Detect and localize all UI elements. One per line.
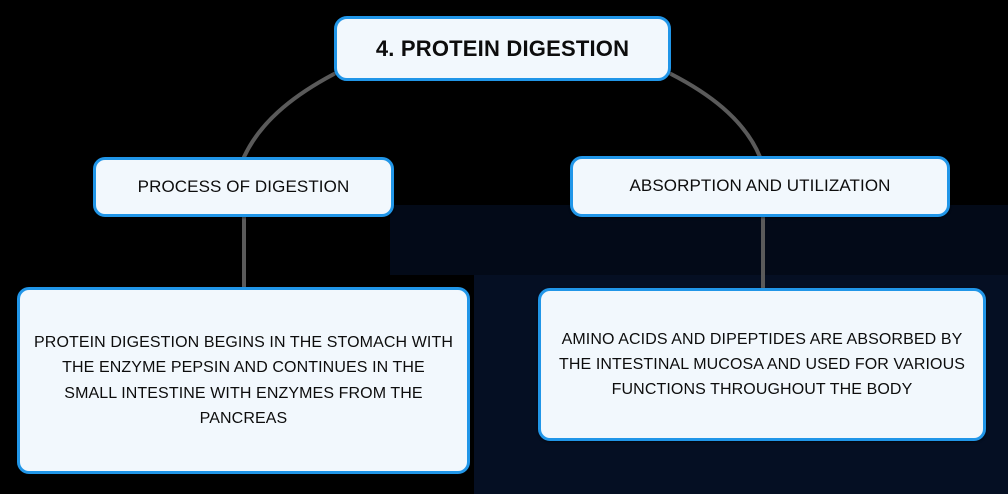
detail-node-absorption-and-utilization[interactable]: AMINO ACIDS AND DIPEPTIDES ARE ABSORBED …	[538, 288, 986, 441]
branch-node-label-process-of-digestion: PROCESS OF DIGESTION	[137, 176, 350, 196]
detail-node-text-absorption-and-utilization: AMINO ACIDS AND DIPEPTIDES ARE ABSORBED …	[558, 330, 966, 399]
detail-node-process-of-digestion[interactable]: PROTEIN DIGESTION BEGINS IN THE STOMACH …	[17, 287, 470, 474]
root-node-label: 4. PROTEIN DIGESTION	[375, 35, 630, 61]
branch-node-label-absorption-and-utilization: ABSORPTION AND UTILIZATION	[629, 176, 891, 196]
connector-root-to-absorption-and-utilization	[669, 72, 762, 159]
connector-root-to-process-of-digestion	[242, 72, 336, 159]
detail-node-text-process-of-digestion: PROTEIN DIGESTION BEGINS IN THE STOMACH …	[34, 333, 453, 427]
root-node-protein-digestion[interactable]: 4. PROTEIN DIGESTION	[334, 16, 671, 81]
branch-node-process-of-digestion[interactable]: PROCESS OF DIGESTION	[93, 157, 394, 217]
branch-node-absorption-and-utilization[interactable]: ABSORPTION AND UTILIZATION	[570, 156, 950, 217]
